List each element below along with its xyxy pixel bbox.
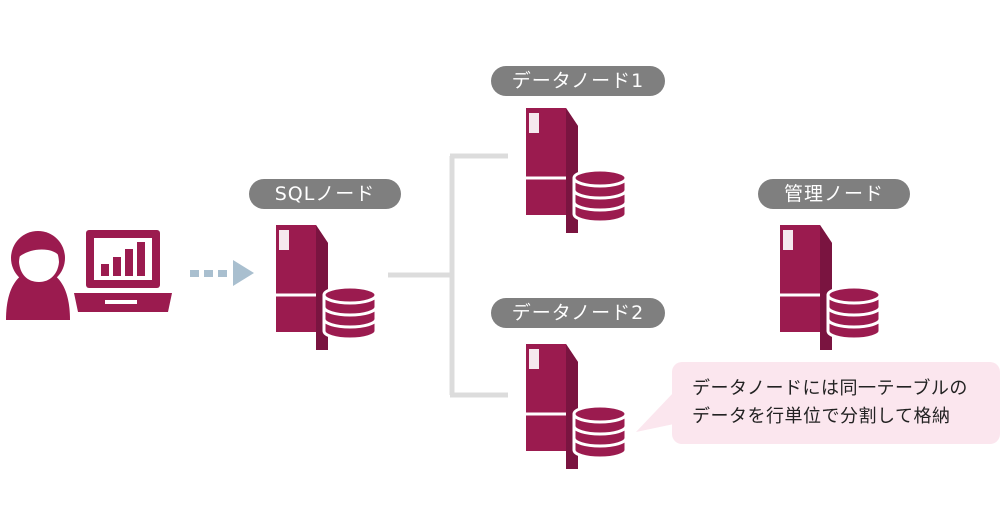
- request-arrow: [190, 260, 254, 286]
- laptop-chart-icon: [74, 230, 172, 312]
- data-node-1-label: データノード1: [491, 66, 665, 96]
- callout-box: [672, 362, 1000, 444]
- callout-tail: [636, 392, 674, 432]
- data-node-2-server-icon: [524, 342, 628, 471]
- user-icon: [6, 231, 70, 320]
- callout-line-2: データを行単位で分割して格納: [692, 406, 951, 427]
- callout-text: データノードには同一テーブルの データを行単位で分割して格納: [692, 375, 992, 431]
- management-node-server-icon: [778, 223, 882, 352]
- sql-node-label: SQLノード: [249, 179, 401, 209]
- data-node-2-label: データノード2: [491, 298, 665, 328]
- data-node-1-server-icon: [524, 106, 628, 235]
- management-node-label: 管理ノード: [758, 179, 910, 209]
- connector-lines: [388, 153, 508, 398]
- sql-node-server-icon: [274, 223, 378, 352]
- callout-line-1: データノードには同一テーブルの: [692, 378, 968, 399]
